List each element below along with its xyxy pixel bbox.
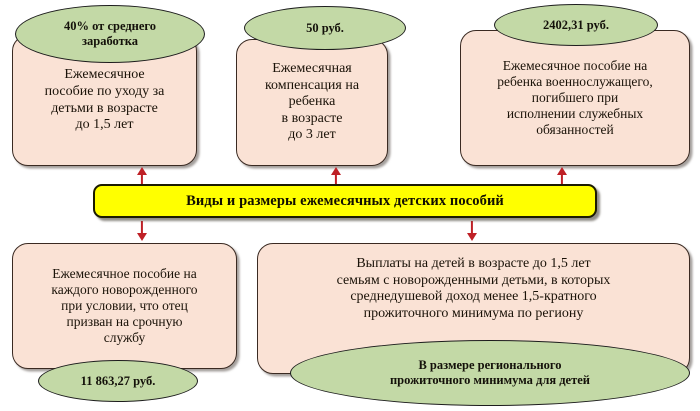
benefit-card-1-text: Ежемесячное пособие по уходу за детьми в… <box>44 67 165 133</box>
benefit-amount-1: 40% от среднего заработка <box>15 5 205 63</box>
benefit-amount-2-text: 50 руб. <box>306 20 344 35</box>
benefit-card-5-text: Выплаты на детей в возрасте до 1,5 лет с… <box>336 256 611 321</box>
benefit-card-2-text: Ежемесячная компенсация на ребенка в воз… <box>264 61 360 143</box>
benefit-amount-3-text: 2402,31 руб. <box>543 17 609 32</box>
benefit-card-4: Ежемесячное пособие на каждого новорожде… <box>12 243 237 369</box>
benefit-card-2: Ежемесячная компенсация на ребенка в воз… <box>236 39 388 166</box>
diagram-title-banner: Виды и размеры ежемесячных детских пособ… <box>93 184 597 218</box>
benefit-amount-3: 2402,31 руб. <box>494 4 658 46</box>
benefit-amount-4-text: 11 863,27 руб. <box>80 373 156 388</box>
arrow-down-to-card-4 <box>136 221 148 241</box>
arrow-down-to-card-5 <box>466 221 478 241</box>
arrow-up-to-card-3 <box>556 167 568 185</box>
diagram-title-text: Виды и размеры ежемесячных детских пособ… <box>186 192 504 209</box>
benefit-card-4-text: Ежемесячное пособие на каждого новорожде… <box>51 266 198 345</box>
arrow-up-to-card-1 <box>136 167 148 185</box>
benefit-amount-4: 11 863,27 руб. <box>38 360 198 402</box>
benefit-card-3-text: Ежемесячное пособие на ребенка военнослу… <box>497 58 653 137</box>
benefit-amount-1-text: 40% от среднего заработка <box>63 19 157 48</box>
benefit-amount-2: 50 руб. <box>244 6 406 50</box>
benefit-amount-5-text: В размере регионального прожиточного мин… <box>389 358 590 387</box>
benefit-amount-5: В размере регионального прожиточного мин… <box>290 340 690 406</box>
benefit-card-3: Ежемесячное пособие на ребенка военнослу… <box>460 30 690 166</box>
arrow-up-to-card-2 <box>330 167 342 185</box>
